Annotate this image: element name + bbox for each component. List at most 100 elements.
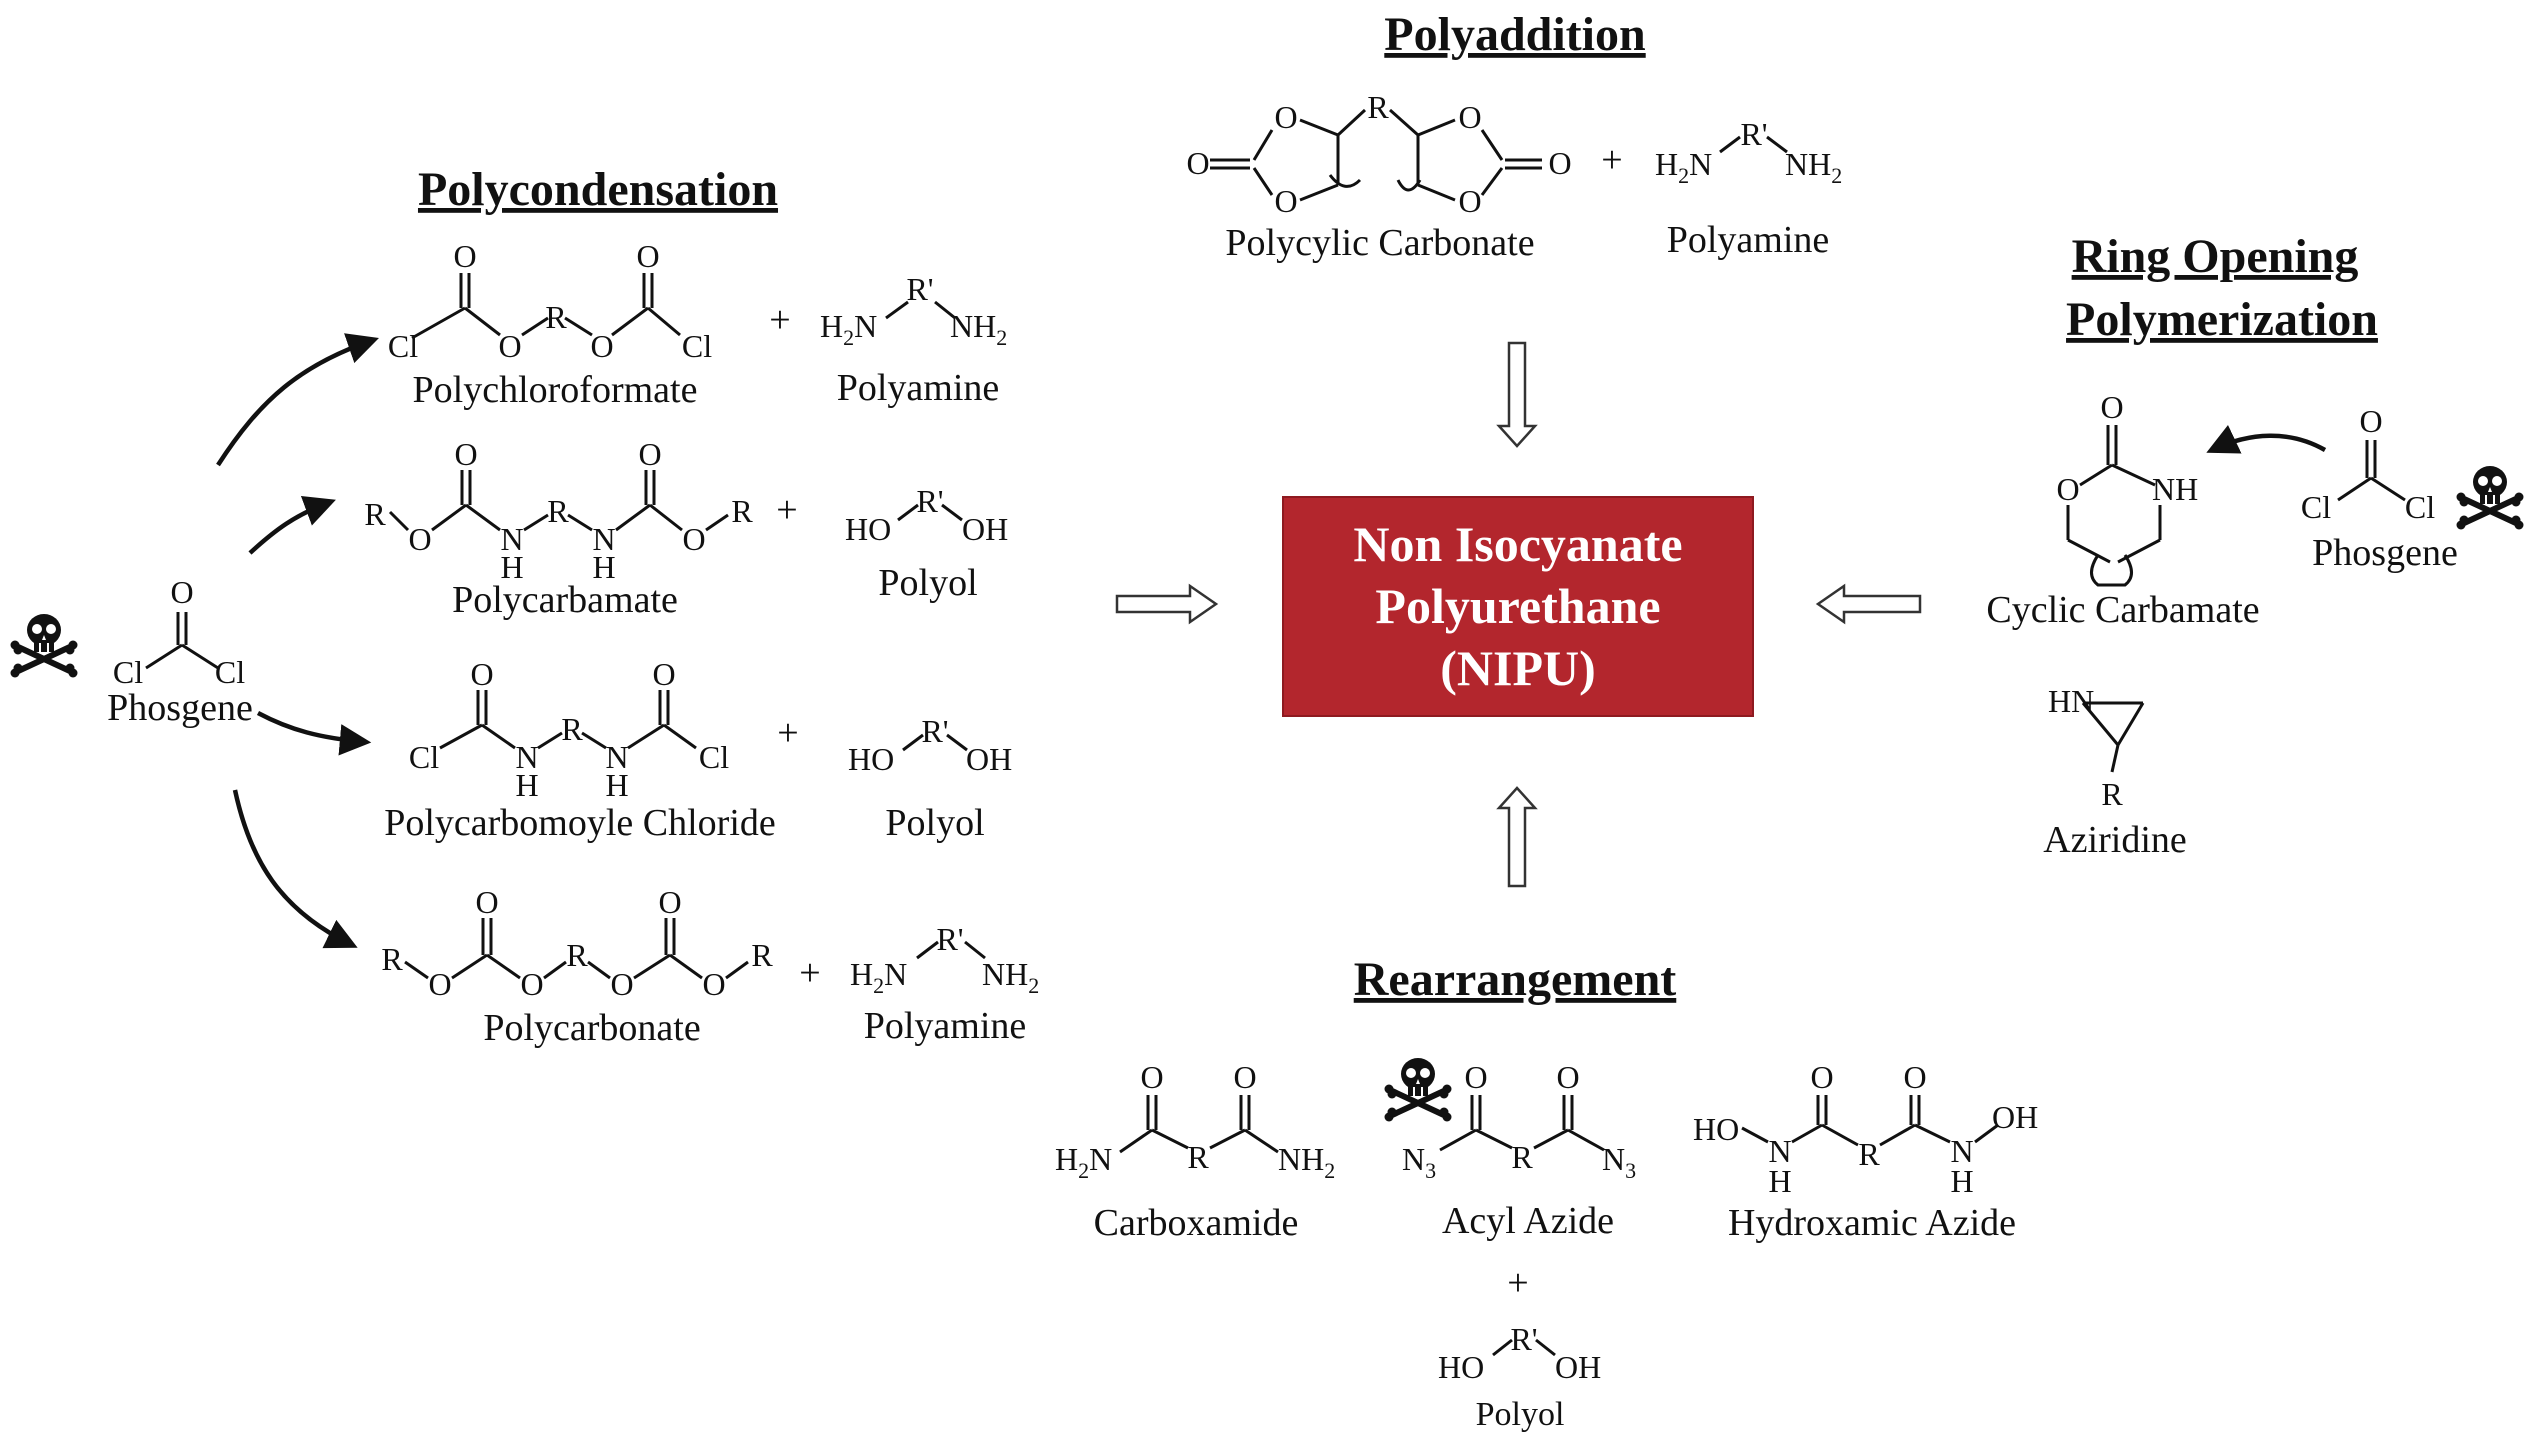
label-polyamine: Polyamine [864, 1005, 1027, 1047]
atom-label: O [1233, 1059, 1256, 1095]
atom-label: OH [1992, 1099, 2038, 1135]
atom-label: O [590, 328, 613, 364]
phosgene-structure-right: O Cl Cl [2301, 403, 2435, 525]
atom-label: HO [1693, 1111, 1739, 1147]
atom-label: NH2 [982, 956, 1039, 998]
atom-label: O [170, 574, 193, 610]
atom-label: HN [2048, 683, 2094, 719]
label-polycarbamate: Polycarbamate [452, 579, 678, 621]
atom-label: R [1187, 1139, 1209, 1175]
nipu-box [1282, 496, 1754, 717]
atom-label: R [751, 937, 773, 973]
label-acyl-azide: Acyl Azide [1442, 1200, 1614, 1242]
atom-label: O [1903, 1059, 1926, 1095]
label-polyol: Polyol [885, 802, 984, 844]
curved-arrow-icon [2206, 424, 2327, 454]
label-polyamine: Polyamine [1667, 219, 1830, 261]
atom-label: O [408, 521, 431, 557]
curved-arrow-icon [256, 711, 372, 756]
atom-label: O [1186, 145, 1209, 181]
atom-label: R' [1510, 1321, 1537, 1357]
label-polycarbomoyle-chloride: Polycarbomoyle Chloride [384, 802, 776, 844]
atom-label: OH [1555, 1349, 1601, 1385]
atom-label: H2N [1055, 1141, 1112, 1183]
label-phosgene: Phosgene [2312, 532, 2458, 574]
hollow-arrow-icon [1496, 786, 1538, 888]
atom-label: O [1274, 183, 1297, 219]
atom-label: R' [921, 713, 948, 749]
atom-label: Cl [682, 328, 712, 364]
plus-sign: + [1507, 1262, 1528, 1304]
atom-label: O [610, 966, 633, 1002]
atom-label: H [605, 767, 628, 803]
phosgene-structure-left: O Cl Cl [113, 574, 245, 690]
polycyclic-carbonate-structure: O O O R O O O [1186, 89, 1571, 219]
atom-label: O [470, 656, 493, 692]
label-phosgene: Phosgene [107, 687, 253, 729]
skull-crossbones-icon [11, 614, 78, 678]
atom-label: Cl [113, 654, 143, 690]
polyol-structure: HO R' OH [845, 483, 1008, 547]
label-polyol: Polyol [1476, 1396, 1565, 1433]
atom-label: N [1950, 1133, 1973, 1169]
heading-rearrangement: Rearrangement [1354, 953, 1677, 1006]
atom-label: R [1367, 89, 1389, 125]
polyamine-structure: H2N R' NH2 [820, 271, 1007, 350]
atom-label: O [453, 238, 476, 274]
atom-label: OH [966, 741, 1012, 777]
label-polyamine: Polyamine [837, 367, 1000, 409]
heading-polyaddition: Polyaddition [1384, 8, 1645, 61]
label-cyclic-carbamate: Cyclic Carbamate [1986, 589, 2259, 631]
atom-label: O [2359, 403, 2382, 439]
atom-label: N3 [1402, 1141, 1436, 1183]
carboxamide-structure: O O H2N R NH2 [1055, 1059, 1335, 1183]
polycarbomoyle-chloride-structure: O O Cl N H R N H Cl [409, 656, 729, 803]
atom-label: H2N [820, 308, 877, 350]
atom-label: O [454, 436, 477, 472]
atom-label: O [658, 884, 681, 920]
atom-label: O [498, 328, 521, 364]
label-polyol: Polyol [878, 562, 977, 604]
hollow-arrow-icon [1115, 583, 1219, 625]
skull-crossbones-icon [2457, 466, 2524, 530]
atom-label: NH2 [1278, 1141, 1335, 1183]
heading-polymerization: Polymerization [2066, 293, 2378, 346]
atom-label: HO [845, 511, 891, 547]
atom-label: R [1858, 1136, 1880, 1172]
atom-label: H2N [1655, 146, 1712, 188]
label-polychloroformate: Polychloroformate [413, 369, 698, 411]
atom-label: O [702, 966, 725, 1002]
plus-sign: + [769, 299, 790, 341]
atom-label: Cl [2301, 489, 2331, 525]
atom-label: R' [916, 483, 943, 519]
nipu-line-2: Polyurethane [1375, 578, 1660, 634]
atom-label: NH [2152, 471, 2198, 507]
atom-label: H [592, 549, 615, 585]
atom-label: H [515, 767, 538, 803]
skull-crossbones-icon [1385, 1058, 1452, 1122]
atom-label: Cl [388, 328, 418, 364]
atom-label: R' [906, 271, 933, 307]
aziridine-structure: HN R [2048, 683, 2145, 812]
atom-label: R' [1740, 116, 1767, 152]
label-hydroxamic-azide: Hydroxamic Azide [1728, 1202, 2016, 1244]
nipu-line-3: (NIPU) [1440, 640, 1596, 696]
atom-label: HO [1438, 1349, 1484, 1385]
polyamine-structure: H2N R' NH2 [1655, 116, 1842, 188]
atom-label: OH [962, 511, 1008, 547]
atom-label: O [1274, 99, 1297, 135]
heading-polycondensation: Polycondensation [418, 163, 778, 216]
atom-label: O [2056, 471, 2079, 507]
cyclic-carbamate-structure: O O NH [2056, 389, 2198, 587]
atom-label: O [1464, 1059, 1487, 1095]
atom-label: Cl [409, 739, 439, 775]
label-carboxamide: Carboxamide [1094, 1202, 1299, 1244]
atom-label: O [520, 966, 543, 1002]
atom-label: O [636, 238, 659, 274]
atom-label: O [1556, 1059, 1579, 1095]
atom-label: O [652, 656, 675, 692]
atom-label: R [2101, 776, 2123, 812]
nipu-line-1: Non Isocyanate [1353, 516, 1682, 572]
atom-label: R [545, 299, 567, 335]
